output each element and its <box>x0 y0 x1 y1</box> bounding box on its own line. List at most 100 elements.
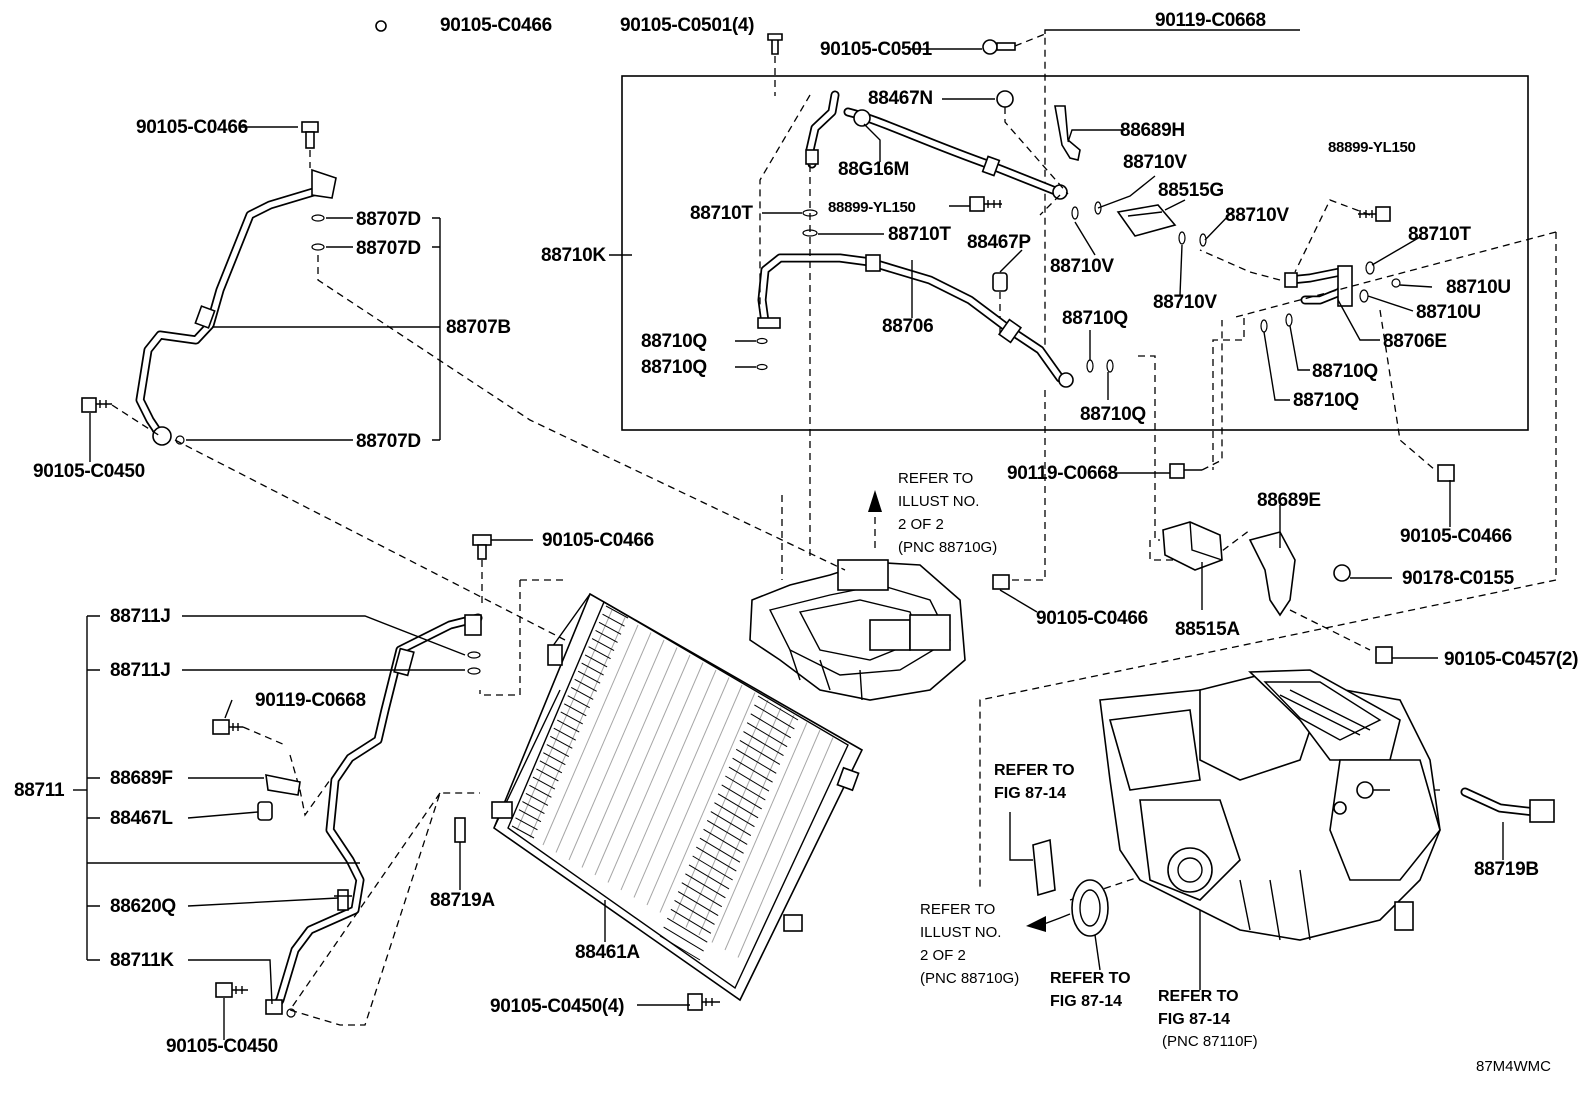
label-c2: 90105-C0466 <box>136 117 248 138</box>
note-refer-fig-87-14-b: REFER TO FIG 87-14 <box>1050 970 1131 1010</box>
label-c18: 88710V <box>1153 292 1217 313</box>
condenser-88461A <box>491 592 864 1002</box>
condenser-fins <box>511 605 834 961</box>
hvac-unit <box>1099 669 1441 941</box>
svg-text:ILLUST NO.: ILLUST NO. <box>920 924 1001 941</box>
label-c3: 90105-C0501(4) <box>620 15 754 36</box>
svg-text:REFER TO: REFER TO <box>898 470 973 487</box>
label-c36: 90119-C0668 <box>1007 463 1118 484</box>
label-c48: 88689F <box>110 768 173 789</box>
label-c46: 90119-C0668 <box>255 690 366 711</box>
hose-88711 <box>265 613 483 1015</box>
note-refer-fig-87-14-c: REFER TO FIG 87-14 (PNC 87110F) <box>1158 988 1258 1050</box>
label-c38: 88689E <box>1257 490 1321 511</box>
label-c45: 88711J <box>110 660 171 681</box>
hose-88G16M <box>805 90 1068 200</box>
label-c20: 88710K <box>541 245 606 266</box>
block-88515A <box>1162 521 1223 571</box>
note-refer-illust-bottom: REFER TO ILLUST NO. 2 OF 2 (PNC 88710G) <box>920 901 1019 987</box>
label-c14: 88710T <box>888 224 951 245</box>
bracket-88689H <box>1054 105 1081 161</box>
bolt-90119-C0668-left <box>212 719 286 746</box>
label-c8: 88G16M <box>838 159 909 180</box>
svg-text:(PNC 88710G): (PNC 88710G) <box>920 970 1019 987</box>
label-c4: 90119-C0668 <box>1155 10 1266 31</box>
label-c5: 90105-C0501 <box>820 39 933 60</box>
svg-text:(PNC 88710G): (PNC 88710G) <box>898 539 997 556</box>
bolt-88899-YL150-center <box>969 196 1002 212</box>
label-c21: 88710U <box>1446 277 1511 298</box>
note-refer-fig-87-14-a: REFER TO FIG 87-14 <box>994 762 1075 802</box>
arrow-left-refer <box>1026 913 1071 932</box>
label-c49: 88467L <box>110 808 173 829</box>
bolt-90105-C0457-2 <box>1375 646 1393 664</box>
top-bolt-90105-C0466 <box>375 20 387 32</box>
label-c7: 88689H <box>1120 120 1185 141</box>
label-c54: 88461A <box>575 942 640 963</box>
label-c9: 88710V <box>1123 152 1187 173</box>
blower-motor-disc <box>1071 879 1109 937</box>
label-c43: 90105-C0466 <box>542 530 654 551</box>
bolt-90119-C0668-right <box>1169 320 1223 479</box>
label-c50: 88620Q <box>110 896 176 917</box>
label-c42: 90105-C0457(2) <box>1444 649 1578 670</box>
svg-text:FIG 87-14: FIG 87-14 <box>1050 993 1122 1010</box>
sensor-88719A <box>454 817 466 880</box>
svg-text:REFER TO: REFER TO <box>994 762 1075 779</box>
svg-text:2 OF 2: 2 OF 2 <box>920 947 966 964</box>
block-88515G <box>1116 204 1177 237</box>
svg-text:REFER TO: REFER TO <box>1158 988 1239 1005</box>
label-c27: 88710Q <box>641 357 707 378</box>
svg-text:(PNC 87110F): (PNC 87110F) <box>1162 1033 1258 1050</box>
diagram-code: 87M4WMC <box>1476 1058 1551 1075</box>
bolt-90105-C0466-right <box>1437 464 1455 482</box>
leader-lines <box>73 48 1504 1040</box>
bolt-90105-C0466-lower <box>992 574 1010 590</box>
bolt-90105-C0450-4 <box>687 993 720 1011</box>
label-c17: 88710V <box>1050 256 1114 277</box>
label-c10: 88515G <box>1158 180 1224 201</box>
label-c32: 88707D <box>356 238 421 259</box>
label-c11: 88899-YL150 <box>828 199 916 216</box>
label-c52: 88711K <box>110 950 174 971</box>
svg-text:FIG 87-14: FIG 87-14 <box>994 785 1066 802</box>
label-c30: 88710Q <box>1080 404 1146 425</box>
label-c15: 88710T <box>1408 224 1471 245</box>
label-c51: 88719A <box>430 890 495 911</box>
label-c13: 88710T <box>690 203 753 224</box>
label-c23: 88706E <box>1383 331 1447 352</box>
switch-88620Q <box>334 889 352 911</box>
label-c26: 88710Q <box>641 331 707 352</box>
label-c1: 90105-C0466 <box>440 15 552 36</box>
label-c28: 88710Q <box>1312 361 1378 382</box>
wire-harness-88719B <box>1460 787 1555 823</box>
tube-subassembly-frame <box>621 75 1529 431</box>
label-c22: 88710U <box>1416 302 1481 323</box>
fitting-88467L <box>257 801 273 821</box>
hose-88707B <box>135 168 337 446</box>
label-c56: 88719B <box>1474 859 1539 880</box>
bolt-90105-C0501 <box>982 33 1046 345</box>
tube-88706 <box>757 253 1074 388</box>
label-c37: 90105-C0466 <box>1400 526 1512 547</box>
tube-88706E <box>1284 265 1353 307</box>
bolt-90105-C0450-left <box>81 397 161 437</box>
label-c39: 90178-C0155 <box>1402 568 1515 589</box>
o-rings <box>175 201 1401 1018</box>
fitting-88467N <box>996 90 1069 195</box>
label-c16: 88710V <box>1225 205 1289 226</box>
label-c12: 88899-YL150 <box>1328 139 1416 156</box>
label-c53: 90105-C0450 <box>166 1036 278 1057</box>
label-c24: 88706 <box>882 316 933 337</box>
note-refer-illust-top: REFER TO ILLUST NO. 2 OF 2 (PNC 88710G) <box>898 470 997 556</box>
bracket-88689F <box>265 773 301 796</box>
label-c31: 88707D <box>356 209 421 230</box>
label-c6: 88467N <box>868 88 933 109</box>
bolt-90105-C0450-bottom-left <box>215 982 248 998</box>
label-c29: 88710Q <box>1293 390 1359 411</box>
label-c34: 88707B <box>446 317 511 338</box>
bolt-88899-YL150-right <box>1358 206 1391 222</box>
label-c44: 88711J <box>110 606 171 627</box>
svg-text:2 OF 2: 2 OF 2 <box>898 516 944 533</box>
